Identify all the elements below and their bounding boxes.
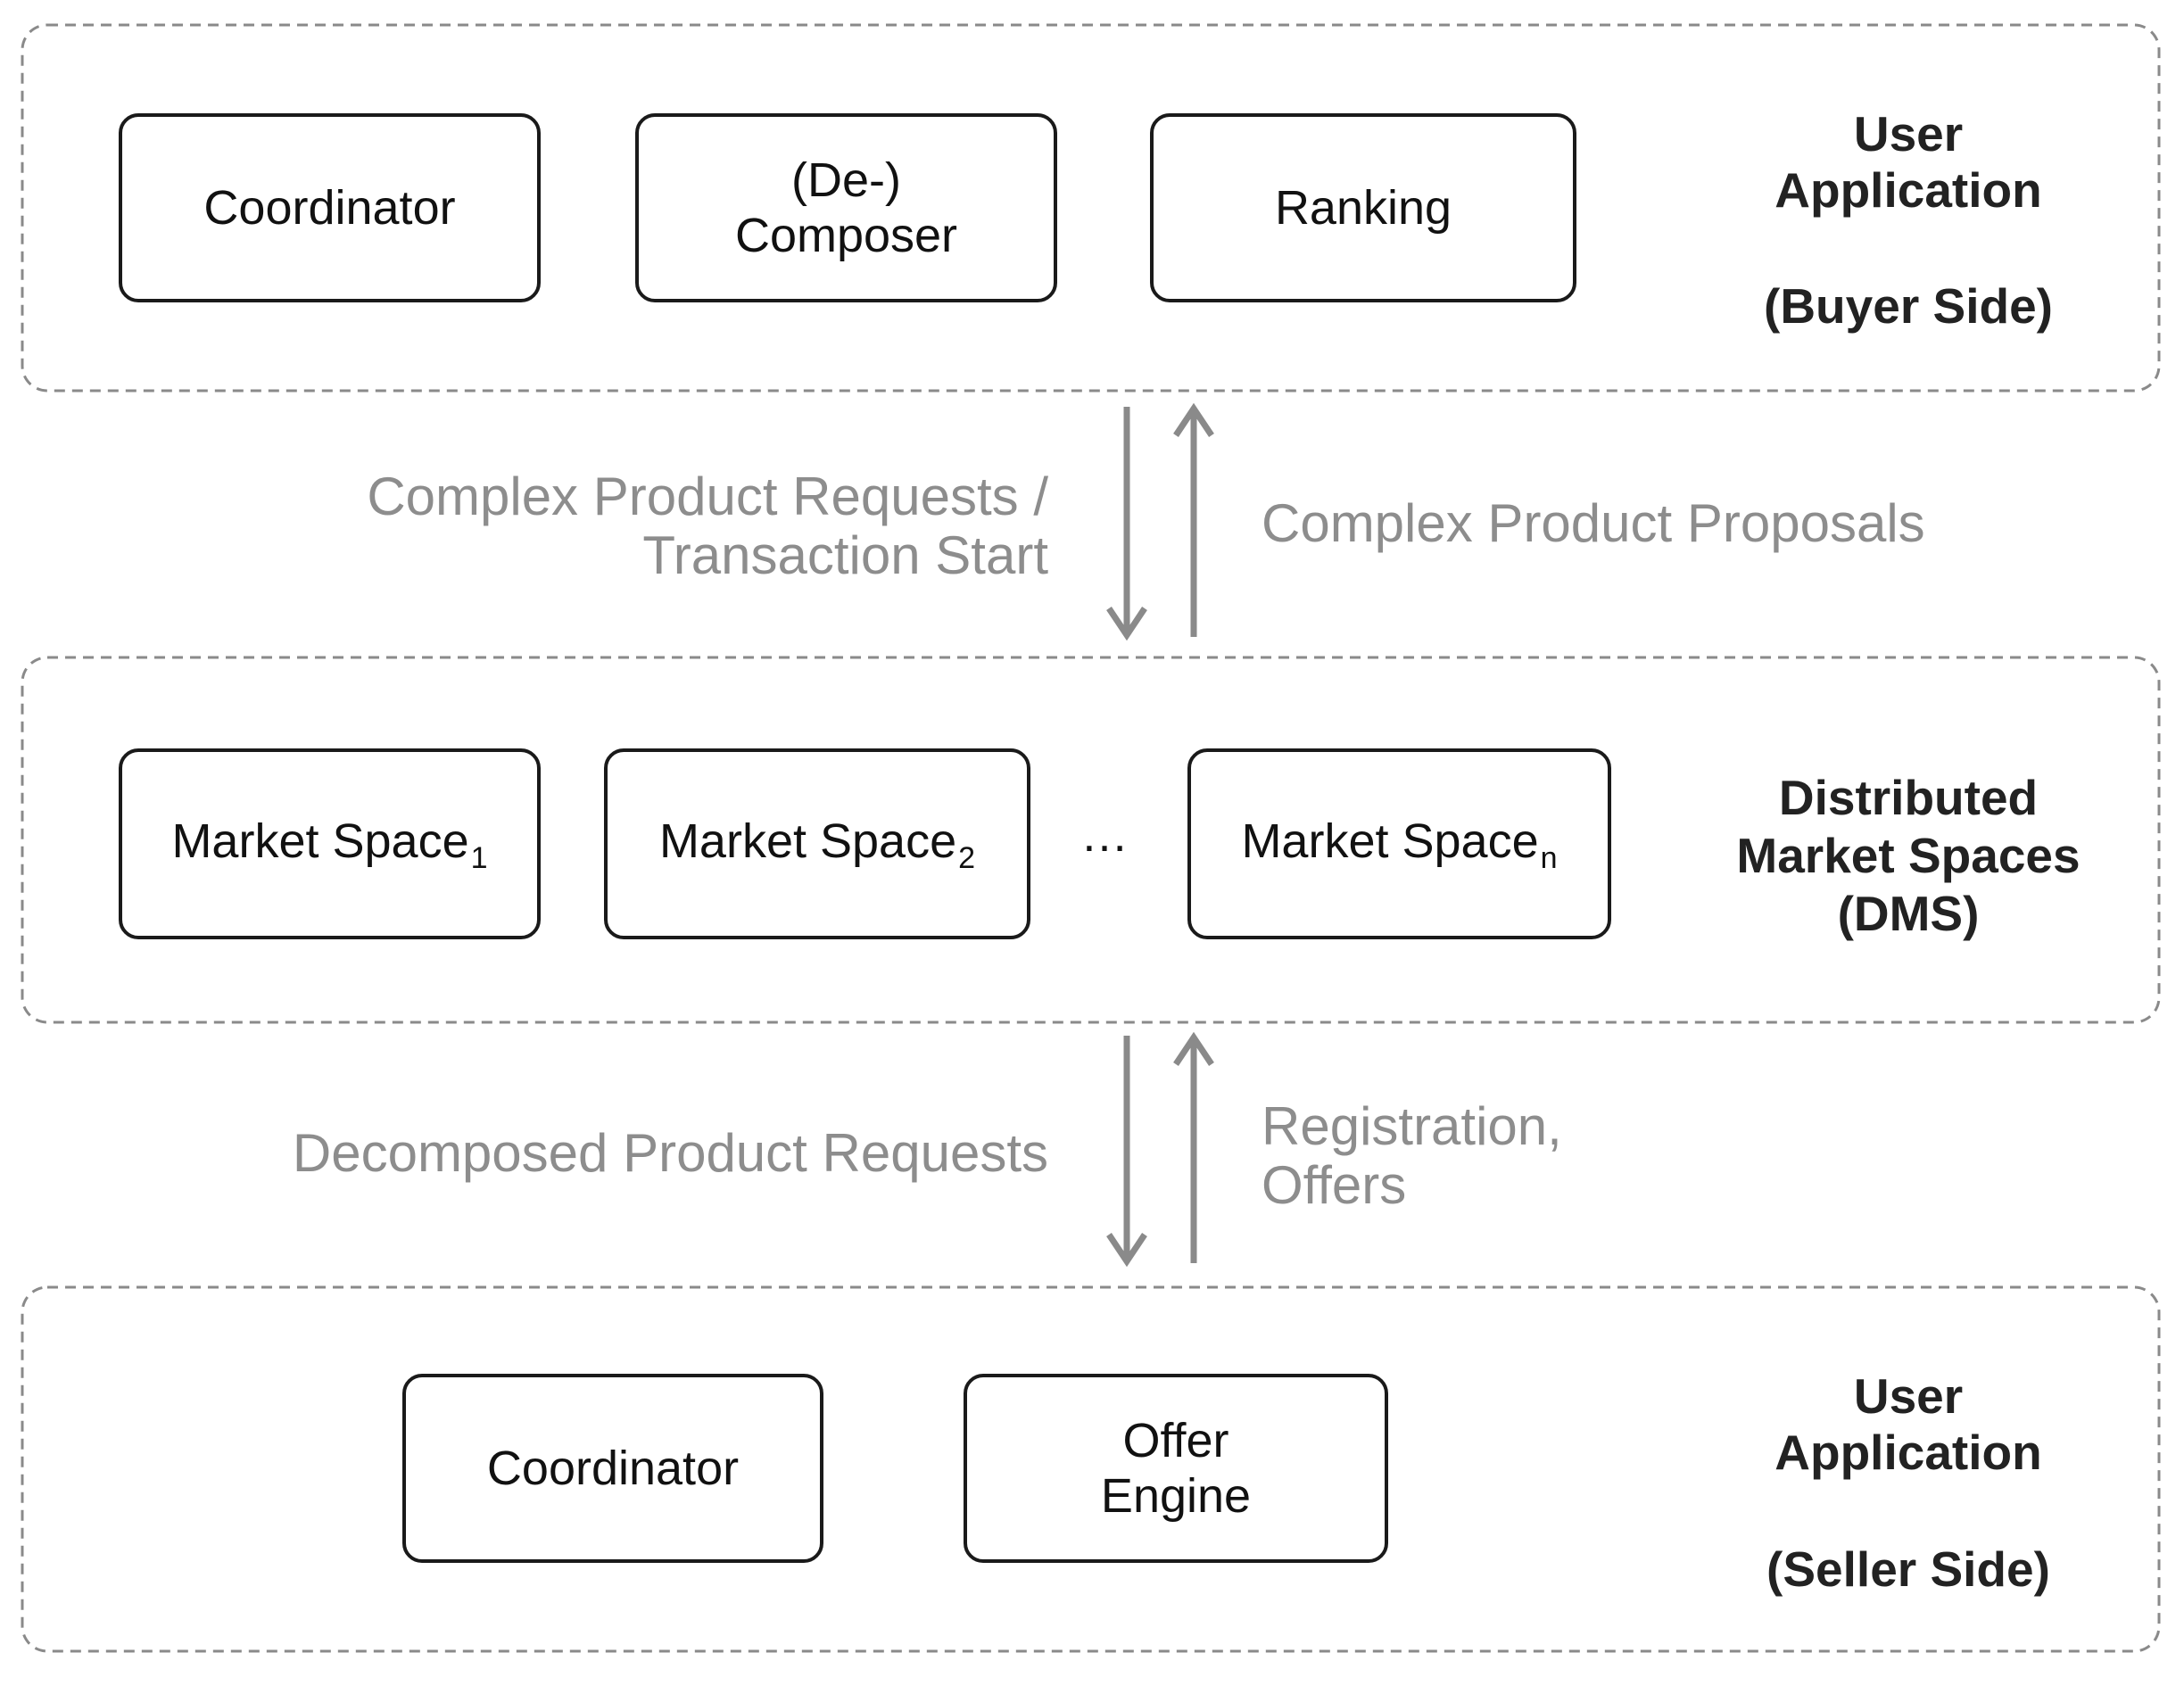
request-flow-label: Complex Product Requests / Transaction S… (245, 467, 1048, 585)
offer-engine-box: Offer Engine (964, 1374, 1388, 1563)
market-space-2-box: Market Space2 (604, 748, 1030, 939)
flow-label-line: Transaction Start (642, 525, 1048, 585)
market-space-name: Market Space (658, 814, 957, 868)
seller-layer-label-line: User (1853, 1368, 1964, 1424)
registration-up-arrow (1173, 1031, 1214, 1263)
more-market-spaces-ellipsis: … (1080, 808, 1129, 862)
flow-label-line: Complex Product Proposals (1262, 493, 1925, 553)
market-space-index: 1 (470, 840, 488, 875)
component-label: Engine (1100, 1469, 1252, 1523)
market-space-index: n (1540, 840, 1558, 875)
decomposer-box: (De-) Composer (635, 113, 1057, 302)
component-label: Market Spacen (1241, 814, 1557, 875)
seller-coordinator-box: Coordinator (402, 1374, 823, 1563)
market-space-name: Market Space (171, 814, 469, 868)
dms-layer-label-line: Distributed (1778, 770, 2039, 825)
buyer-layer-container (21, 23, 2161, 393)
component-label: Coordinator (203, 181, 456, 235)
component-label: Offer (1122, 1414, 1229, 1467)
component-label: Ranking (1274, 181, 1452, 235)
market-space-name: Market Space (1241, 814, 1539, 868)
flow-label-line: Complex Product Requests / (367, 467, 1048, 526)
flow-label-line: Offers (1262, 1155, 1407, 1215)
proposal-flow-label: Complex Product Proposals (1262, 494, 2064, 553)
market-space-1-box: Market Space1 (119, 748, 541, 939)
decomposed-request-down-arrow (1106, 1036, 1147, 1268)
component-label: Coordinator (486, 1442, 740, 1495)
dms-layer-container (21, 656, 2161, 1024)
component-label: Market Space1 (171, 814, 487, 875)
component-label: Market Space2 (659, 814, 975, 875)
dms-layer-label-line: Market Spaces (1736, 828, 2081, 883)
ranking-box: Ranking (1150, 113, 1576, 302)
flow-label-line: Registration, (1262, 1096, 1562, 1156)
dms-layer-label-line: (DMS) (1837, 886, 1980, 941)
seller-layer-container (21, 1285, 2161, 1653)
proposal-up-arrow (1173, 402, 1214, 637)
component-label: Composer (734, 209, 958, 262)
coordinator-box: Coordinator (119, 113, 541, 302)
market-space-n-box: Market Spacen (1187, 748, 1611, 939)
component-label: (De-) (791, 153, 901, 207)
buyer-layer-label-line: User (1853, 106, 1964, 161)
seller-layer-label-line: Application (1774, 1425, 2042, 1480)
buyer-layer-label-line: (Buyer Side) (1764, 278, 2053, 334)
registration-flow-label: Registration, Offers (1262, 1097, 2064, 1215)
market-space-index: 2 (958, 840, 976, 875)
flow-label-line: Decomposed Product Requests (292, 1123, 1048, 1183)
seller-layer-label-line: (Seller Side) (1766, 1541, 2050, 1597)
buyer-layer-label-line: Application (1774, 162, 2042, 218)
decomposed-request-flow-label: Decomposed Product Requests (245, 1124, 1048, 1183)
request-down-arrow (1106, 407, 1147, 641)
